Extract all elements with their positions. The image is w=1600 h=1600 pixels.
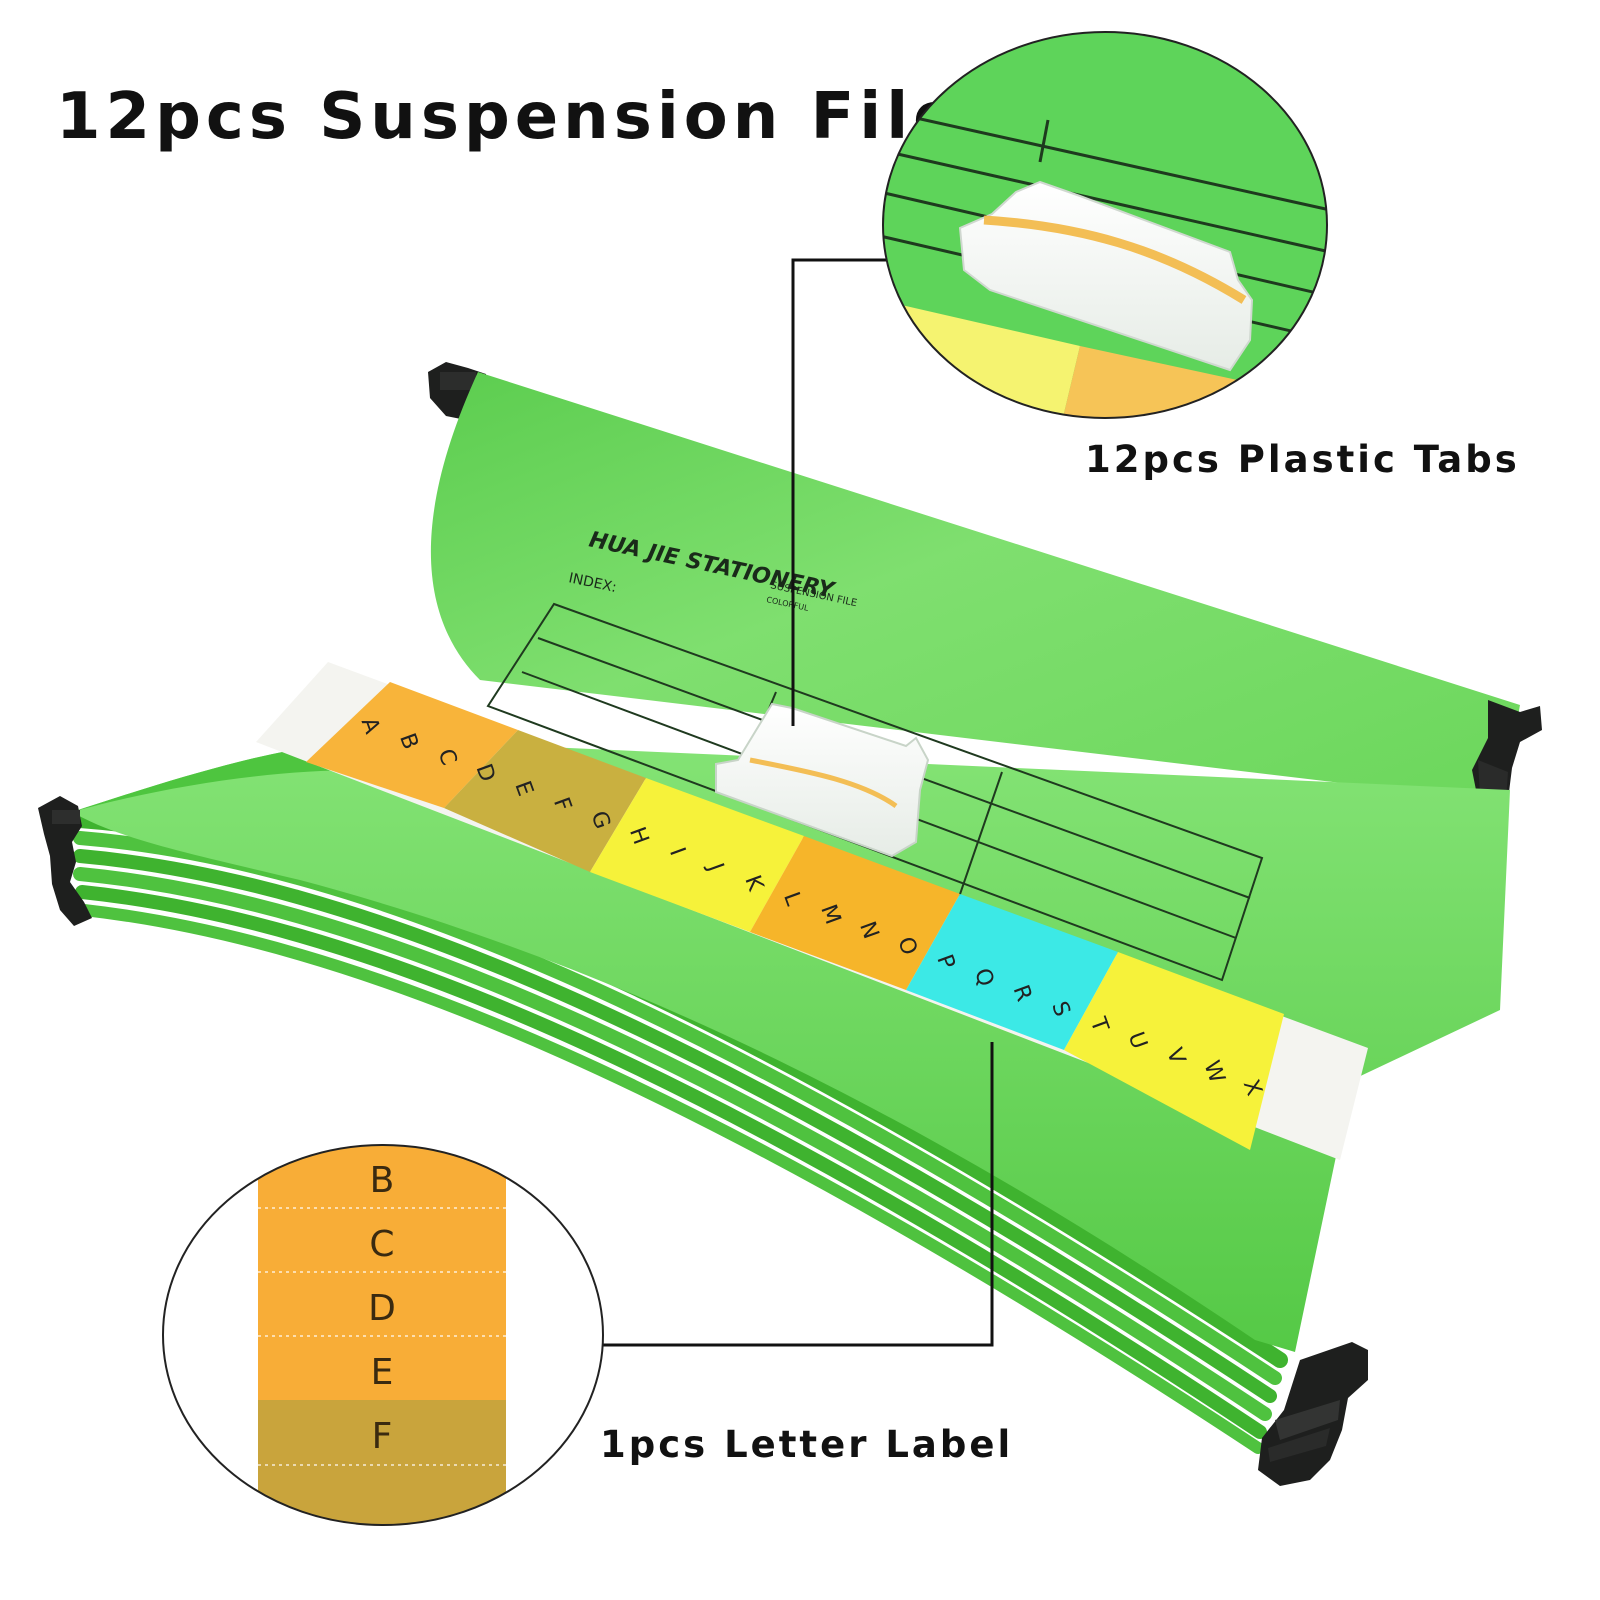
hanger-bar-back-left	[428, 362, 486, 420]
plastic-tabs-caption: 12pcs Plastic Tabs	[1085, 438, 1520, 481]
leader-lines	[598, 258, 994, 1347]
folder-back-sheet	[430, 372, 1520, 800]
zoom-circle-plastic-tab	[882, 31, 1328, 419]
plastic-tab-on-folder	[715, 702, 930, 858]
zoom-label-letter: C	[369, 1224, 394, 1265]
zoom-label-letter: E	[371, 1352, 394, 1393]
hanger-bar-front-right	[1258, 1342, 1368, 1486]
letter-label-caption: 1pcs Letter Label	[600, 1423, 1014, 1466]
zoom-label-letter: D	[368, 1288, 396, 1329]
hanger-bar-front-left	[38, 796, 92, 926]
zoom-label-letter: B	[370, 1160, 395, 1201]
zoom-label-letter: F	[372, 1416, 393, 1457]
page-title: 12pcs Suspension Files	[56, 80, 1005, 154]
strip-letter: U	[1123, 1029, 1152, 1053]
